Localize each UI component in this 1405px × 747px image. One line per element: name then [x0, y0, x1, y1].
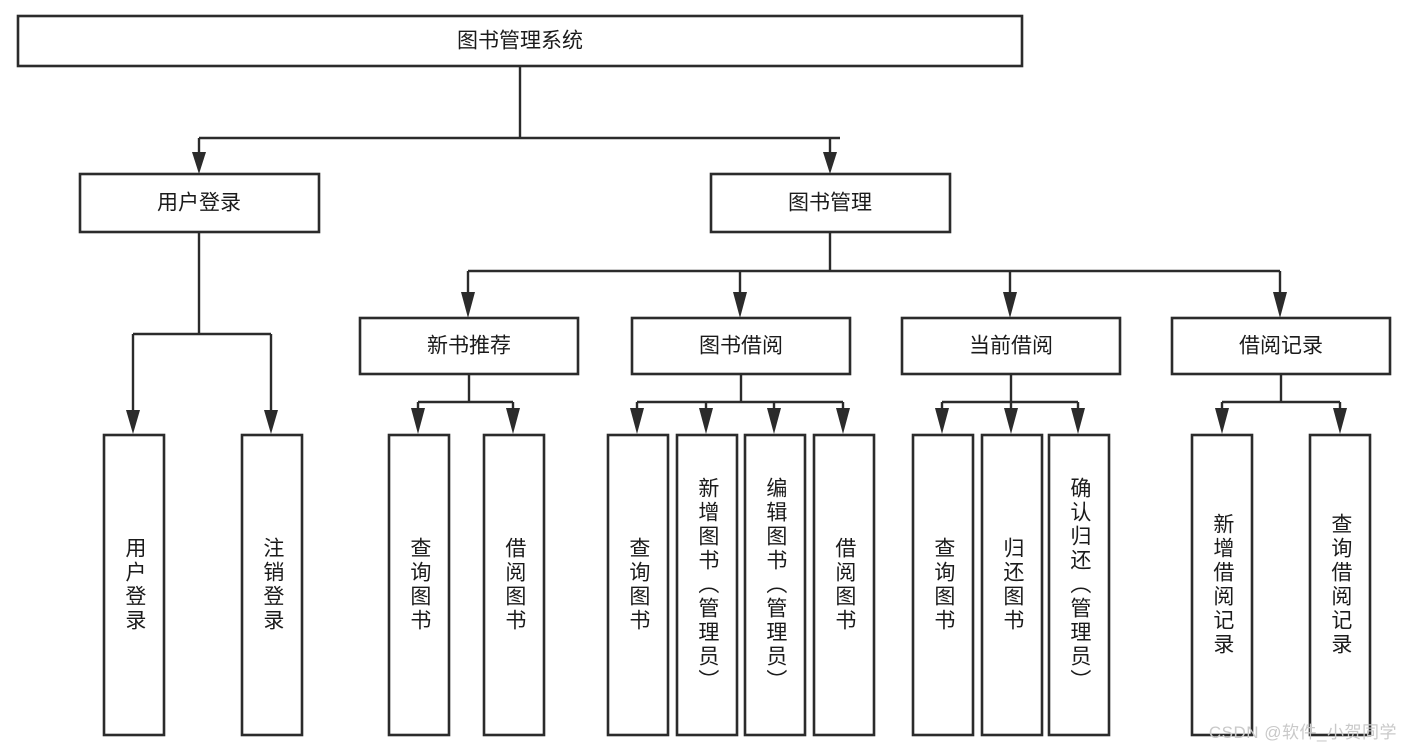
leaf-box-borrow-record-1[interactable] [1308, 433, 1372, 737]
node-borrow-record[interactable]: 借阅记录 [1170, 316, 1392, 376]
leaf-box-current-borrow-0[interactable] [911, 433, 975, 737]
leaf-box-current-borrow-1[interactable] [980, 433, 1044, 737]
arrow-book-borrow-leaf-1 [699, 408, 713, 434]
current-borrow-box[interactable] [900, 316, 1122, 376]
leaf-box-new-book-1[interactable] [482, 433, 546, 737]
node-new-book[interactable]: 新书推荐 [358, 316, 580, 376]
node-user-login[interactable]: 用户登录 [78, 172, 321, 234]
book-management-box[interactable] [709, 172, 952, 234]
node-current-borrow[interactable]: 当前借阅 [900, 316, 1122, 376]
leaf-box-current-borrow-2[interactable] [1047, 433, 1111, 737]
leaf-box-book-borrow-0[interactable] [606, 433, 670, 737]
leaf-box-user-login-1[interactable] [240, 433, 304, 737]
node-book-management[interactable]: 图书管理 [709, 172, 952, 234]
arrow-to-borrow-record [1273, 292, 1287, 318]
arrow-current-borrow-leaf-0 [935, 408, 949, 434]
book-management-label: 图书管理 [788, 192, 872, 215]
root-label: 图书管理系统 [457, 30, 583, 53]
new-book-box[interactable] [358, 316, 580, 376]
arrow-to-new-book [461, 292, 475, 318]
csdn-watermark: CSDN @软件_小贺同学 [1208, 723, 1397, 742]
arrow-book-borrow-leaf-0 [630, 408, 644, 434]
user-login-label: 用户登录 [157, 192, 241, 215]
current-borrow-label: 当前借阅 [969, 335, 1053, 358]
arrow-new-book-leaf-0 [411, 408, 425, 434]
arrow-to-book-mgmt [823, 152, 837, 174]
book-borrow-label: 图书借阅 [699, 335, 783, 358]
arrow-current-borrow-leaf-2 [1071, 408, 1085, 434]
arrow-user-login-leaf-1 [264, 410, 278, 434]
arrow-to-current-borrow [1003, 292, 1017, 318]
leaf-box-borrow-record-0[interactable] [1190, 433, 1254, 737]
leaf-box-new-book-0[interactable] [387, 433, 451, 737]
arrow-book-borrow-leaf-3 [836, 408, 850, 434]
arrow-user-login-leaf-0 [126, 410, 140, 434]
arrow-current-borrow-leaf-1 [1004, 408, 1018, 434]
arrow-to-user-login [192, 152, 206, 174]
book-borrow-box[interactable] [630, 316, 852, 376]
borrow-record-box[interactable] [1170, 316, 1392, 376]
node-root[interactable]: 图书管理系统 [16, 14, 1024, 68]
new-book-label: 新书推荐 [427, 335, 511, 358]
arrow-borrow-record-leaf-0 [1215, 408, 1229, 434]
leaf-box-book-borrow-1[interactable] [675, 433, 739, 737]
borrow-record-label: 借阅记录 [1239, 335, 1323, 358]
node-book-borrow[interactable]: 图书借阅 [630, 316, 852, 376]
arrow-to-book-borrow [733, 292, 747, 318]
root-box[interactable] [16, 14, 1024, 68]
leaf-box-book-borrow-2[interactable] [743, 433, 807, 737]
leaf-box-user-login-0[interactable] [102, 433, 166, 737]
leaf-box-book-borrow-3[interactable] [812, 433, 876, 737]
arrow-borrow-record-leaf-1 [1333, 408, 1347, 434]
arrow-new-book-leaf-1 [506, 408, 520, 434]
arrow-book-borrow-leaf-2 [767, 408, 781, 434]
